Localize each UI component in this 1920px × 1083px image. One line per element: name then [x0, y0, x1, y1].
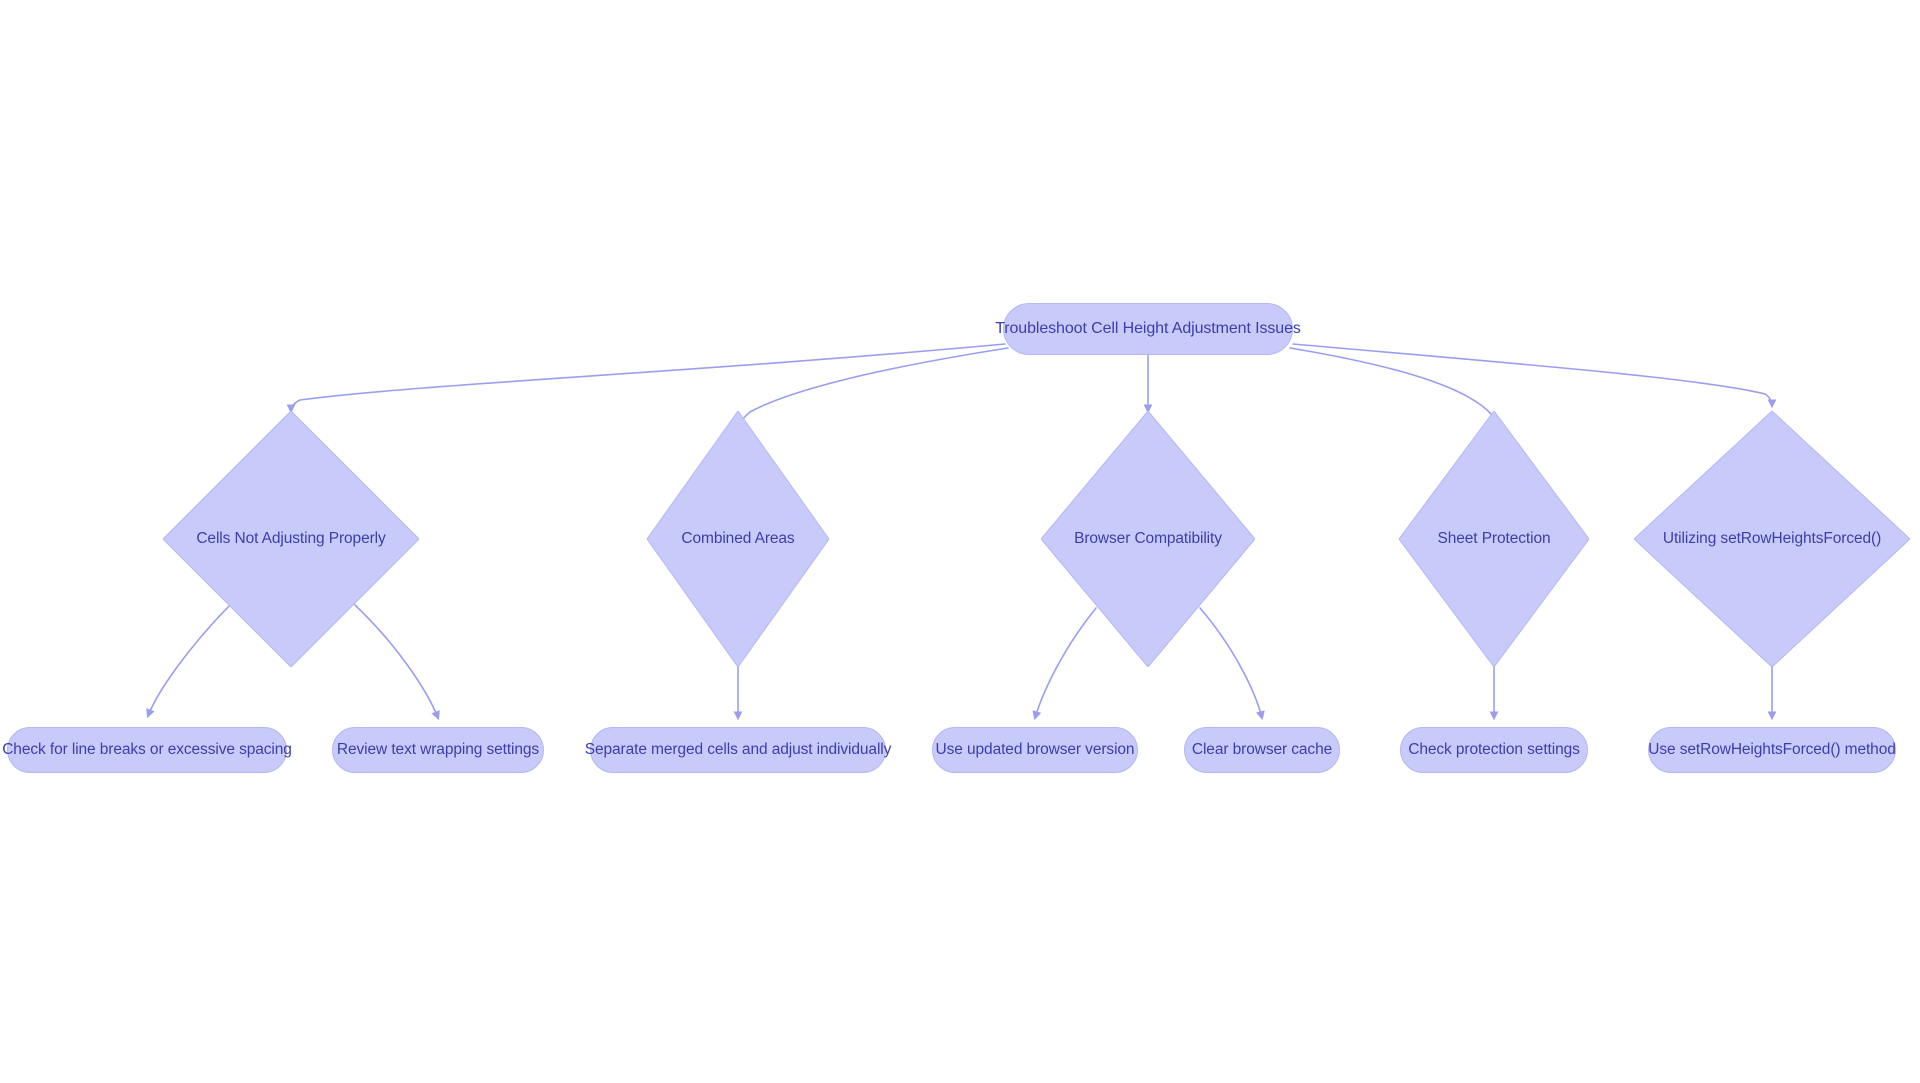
- leaf-node-check-protection-settings[interactable]: Check protection settings: [1400, 727, 1588, 773]
- node-label: Check protection settings: [1408, 741, 1580, 758]
- decision-node-browser-compatibility[interactable]: Browser Compatibility: [1041, 411, 1255, 667]
- leaf-node-review-text-wrapping-settings[interactable]: Review text wrapping settings: [332, 727, 544, 773]
- node-label: Review text wrapping settings: [336, 741, 540, 758]
- node-label: Use setRowHeightsForced() method: [1648, 741, 1896, 758]
- edge-root-to-d1: [286, 343, 1006, 414]
- edge-root-to-d5: [1292, 343, 1777, 409]
- leaf-node-separate-merged-cells-and-adjust-individually[interactable]: Separate merged cells and adjust individ…: [585, 727, 891, 773]
- node-label: Separate merged cells and adjust individ…: [584, 741, 892, 758]
- edge-d1-to-l2: [354, 604, 440, 721]
- diamond-shape: [1634, 411, 1910, 667]
- decision-node-combined-areas[interactable]: Combined Areas: [647, 411, 829, 667]
- diamond-shape: [163, 411, 419, 667]
- leaf-node-use-setrowheightsforced-method[interactable]: Use setRowHeightsForced() method: [1648, 727, 1896, 773]
- diamond-shape: [647, 411, 829, 667]
- edge-d1-to-l1: [146, 604, 231, 719]
- decision-node-cells-not-adjusting-properly[interactable]: Cells Not Adjusting Properly: [163, 411, 419, 667]
- edge-d3-to-l5: [1199, 607, 1265, 721]
- decision-node-sheet-protection[interactable]: Sheet Protection: [1399, 411, 1589, 667]
- node-label: Troubleshoot Cell Height Adjustment Issu…: [995, 320, 1301, 337]
- root-node-troubleshoot-cell-height-adjustment-issues[interactable]: Troubleshoot Cell Height Adjustment Issu…: [995, 303, 1301, 355]
- node-label: Use updated browser version: [935, 741, 1135, 758]
- diamond-shape: [1399, 411, 1589, 667]
- decision-node-utilizing-setrowheightsforced[interactable]: Utilizing setRowHeightsForced(): [1634, 411, 1910, 667]
- diamond-shape: [1041, 411, 1255, 667]
- leaf-node-use-updated-browser-version[interactable]: Use updated browser version: [932, 727, 1138, 773]
- edge-d3-to-l4: [1032, 607, 1097, 721]
- node-label: Clear browser cache: [1191, 741, 1333, 758]
- leaf-node-check-for-line-breaks-or-excessive-spacing[interactable]: Check for line breaks or excessive spaci…: [2, 727, 292, 773]
- leaf-node-clear-browser-cache[interactable]: Clear browser cache: [1184, 727, 1340, 773]
- edges-group: [146, 343, 1777, 721]
- node-label: Check for line breaks or excessive spaci…: [2, 741, 292, 758]
